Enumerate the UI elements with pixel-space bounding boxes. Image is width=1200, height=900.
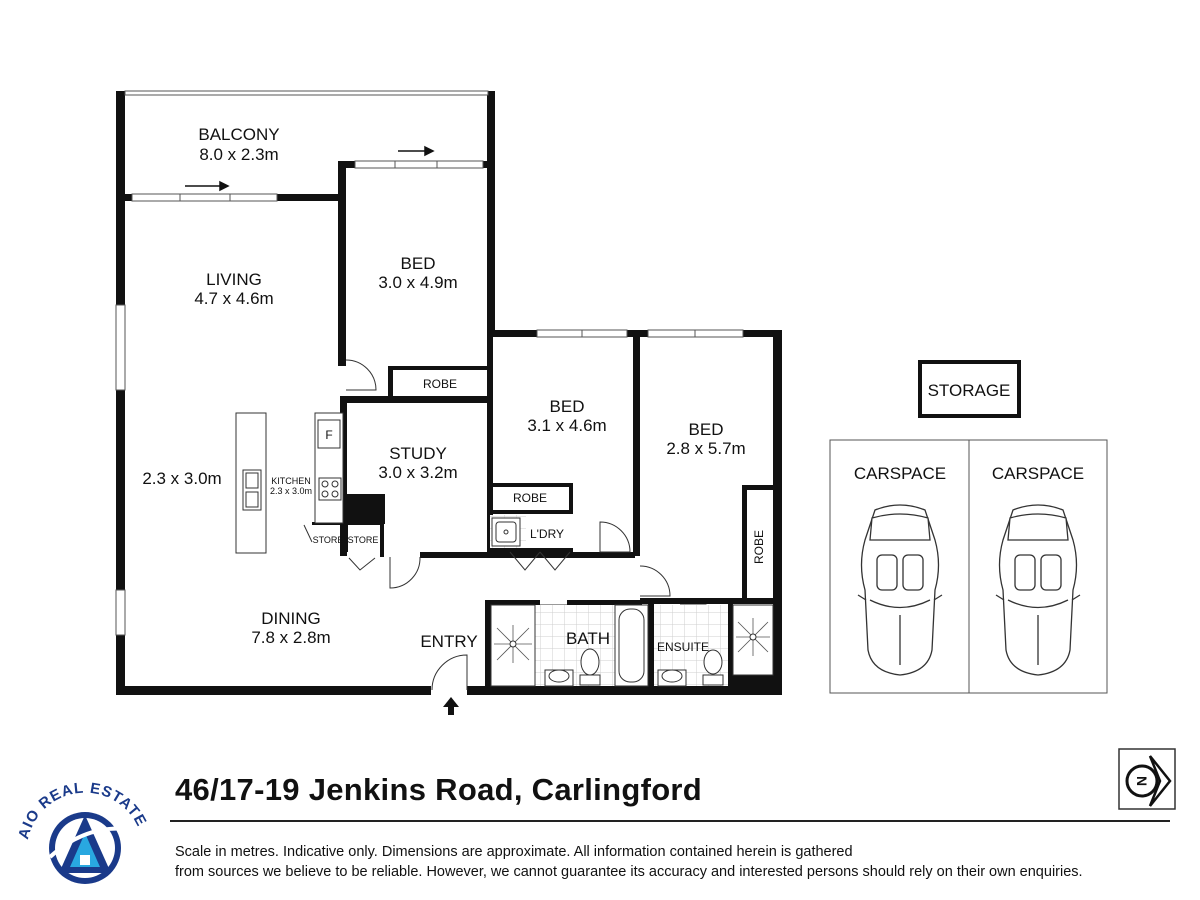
compass-label: N [1134, 776, 1150, 786]
bath-basin-icon [544, 669, 574, 687]
dining-label: DINING [261, 609, 321, 628]
bed3-label: BED [689, 420, 724, 439]
balcony-label: BALCONY [198, 125, 279, 144]
property-address: 46/17-19 Jenkins Road, Carlingford [175, 772, 703, 807]
study-dims: 3.0 x 3.2m [378, 463, 457, 482]
entry-label: ENTRY [420, 632, 477, 651]
fridge-label: F [325, 428, 332, 442]
kitchen-area-dims: 2.3 x 3.0m [142, 469, 221, 488]
entry-arrow-icon [443, 697, 459, 715]
car-icon-2 [995, 504, 1081, 676]
sink-icon [242, 469, 262, 511]
entry-door [431, 654, 468, 691]
living-label: LIVING [206, 270, 262, 289]
robe-label-2: ROBE [513, 491, 547, 505]
carspace-label-1: CARSPACE [854, 464, 946, 483]
disclaimer-line-2: from sources we believe to be reliable. … [175, 864, 1083, 880]
storage-box [918, 360, 1021, 418]
bed3-dims: 2.8 x 5.7m [666, 439, 745, 458]
windows [115, 160, 744, 636]
shower-icon [490, 604, 536, 687]
bath-label: BATH [566, 629, 610, 648]
study-label: STUDY [389, 444, 447, 463]
storage-label: STORAGE [928, 381, 1011, 400]
carspace-label-2: CARSPACE [992, 464, 1084, 483]
living-dims: 4.7 x 4.6m [194, 289, 273, 308]
bed2-dims: 3.1 x 4.6m [527, 416, 606, 435]
kitchen-dims: 2.3 x 3.0m [270, 486, 312, 496]
north-compass-icon: N [1118, 748, 1176, 810]
kitchen-label: KITCHEN [271, 476, 311, 486]
ensuite-label: ENSUITE [657, 640, 709, 654]
robe-label-3: ROBE [752, 530, 766, 564]
carspace-area [829, 439, 1108, 694]
bathtub-icon [614, 604, 649, 687]
disclaimer: Scale in metres. Indicative only. Dimens… [175, 842, 1185, 882]
robe-label-1: ROBE [423, 377, 457, 391]
store-label-2: STORE [348, 535, 379, 545]
store-label-1: STORE [313, 535, 344, 545]
ensuite-toilet-icon [702, 649, 724, 686]
bed1-label: BED [401, 254, 436, 273]
balcony-dims: 8.0 x 2.3m [199, 145, 278, 164]
bed2-label: BED [550, 397, 585, 416]
car-icon-1 [857, 504, 943, 676]
sliding-door-arrows [185, 145, 435, 192]
bed1-dims: 3.0 x 4.9m [378, 273, 457, 292]
divider [170, 820, 1170, 822]
bath-toilet-icon [579, 648, 601, 686]
laundry-label: L'DRY [530, 527, 564, 541]
dining-dims: 7.8 x 2.8m [251, 628, 330, 647]
fridge [317, 419, 341, 449]
aio-real-estate-logo: AIO REAL ESTATE [15, 780, 149, 884]
ensuite-basin-icon [657, 669, 687, 687]
ensuite-shower-icon [732, 604, 774, 676]
cooktop-icon [318, 477, 342, 501]
disclaimer-line-1: Scale in metres. Indicative only. Dimens… [175, 844, 853, 860]
laundry-tub-icon [491, 517, 521, 547]
walls [116, 91, 782, 695]
